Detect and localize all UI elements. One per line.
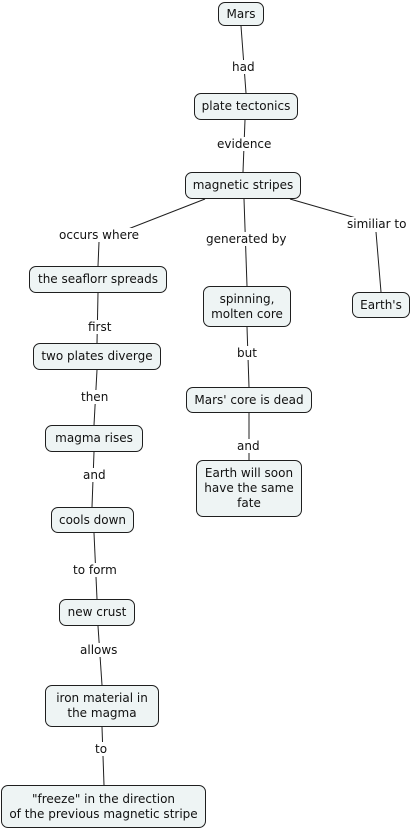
concept-node-new-crust[interactable]: new crust [59,599,135,626]
link-label-then: then [80,390,110,404]
concept-node-plate-tectonics[interactable]: plate tectonics [194,93,298,120]
concept-node-mars-core-dead[interactable]: Mars' core is dead [186,387,312,413]
concept-node-seafloor-spreads[interactable]: the seaflorr spreads [29,266,167,293]
link-label-and-core: and [236,439,261,453]
edge-mars-plate [240,25,247,94]
concept-node-earths[interactable]: Earth's [352,292,410,318]
concept-node-iron-material[interactable]: iron material in the magma [45,685,159,727]
link-label-allows: allows [79,643,119,657]
link-label-and-magma: and [82,468,107,482]
link-label-occurs-where: occurs where [58,228,140,242]
concept-node-spinning-core[interactable]: spinning, molten core [203,286,291,327]
concept-node-magma-rises[interactable]: magma rises [45,425,143,452]
edge-seafloor-diverge [96,292,99,344]
concept-node-cools-down[interactable]: cools down [51,507,134,533]
concept-node-magnetic-stripes[interactable]: magnetic stripes [185,172,301,199]
edge-similar-earths [375,231,382,293]
concept-node-freeze-direction[interactable]: "freeze" in the direction of the previou… [1,785,206,828]
link-label-to-form: to form [72,563,118,577]
link-label-but: but [236,346,258,360]
link-label-to: to [94,742,109,756]
link-label-generated-by: generated by [205,232,288,246]
link-label-evidence: evidence [216,137,273,151]
edge-iron-freeze [101,726,105,786]
concept-node-plates-diverge[interactable]: two plates diverge [33,343,161,370]
link-label-had: had [231,60,256,74]
concept-node-earth-same-fate[interactable]: Earth will soon have the same fate [196,460,302,517]
link-label-first: first [87,320,113,334]
edge-seafloor-occurs [97,241,100,267]
link-label-similar-to: similiar to [346,217,408,231]
concept-node-mars[interactable]: Mars [218,2,264,26]
